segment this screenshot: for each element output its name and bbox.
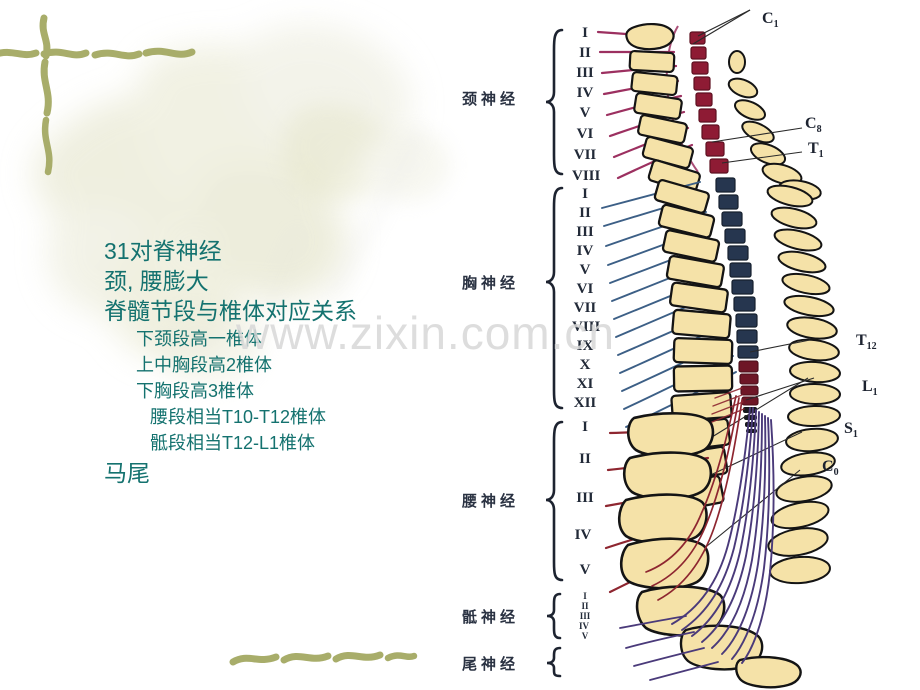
numeral-thoracic-7: VII	[573, 300, 597, 316]
side-label-c8: C8	[805, 115, 822, 135]
numeral-thoracic-4: IV	[576, 243, 594, 259]
numeral-thoracic-12: XII	[573, 395, 597, 411]
side-label-c0-text: C	[822, 458, 834, 475]
numeral-cervical-7: VII	[573, 147, 597, 163]
numeral-lumbar-2: II	[579, 451, 591, 467]
thoracic-vertebrae	[653, 179, 734, 515]
side-label-c8-text: C	[805, 115, 817, 132]
group-label-cervical: 颈神经	[462, 92, 520, 108]
numeral-thoracic-1: I	[582, 186, 588, 202]
brace-cervical	[545, 28, 564, 176]
group-label-sacral: 骶神经	[462, 610, 520, 626]
numeral-thoracic-3: III	[576, 224, 594, 240]
group-label-coccygeal: 尾神经	[462, 657, 520, 673]
numeral-cervical-2: II	[579, 45, 591, 61]
numeral-cervical-5: V	[579, 105, 591, 121]
brace-lumbar	[545, 420, 564, 582]
numeral-cervical-6: VI	[576, 126, 594, 142]
side-label-t12-sub: 12	[866, 341, 877, 353]
posterior-elements-thoracic	[766, 184, 841, 585]
side-label-c8-sub: 8	[816, 124, 822, 136]
numeral-thoracic-2: II	[579, 205, 591, 221]
side-label-c0-sub: 0	[833, 467, 839, 479]
brace-thoracic	[545, 186, 564, 410]
side-label-l1: L1	[862, 378, 878, 398]
side-label-c0: C0	[822, 458, 839, 478]
group-label-thoracic: 胸神经	[462, 276, 520, 292]
bamboo-stroke-vertical	[39, 14, 53, 176]
numeral-thoracic-9: IX	[576, 338, 594, 354]
spine-illustration	[596, 9, 841, 689]
bamboo-stroke-bottom	[229, 651, 418, 666]
slide-text-block: 31对脊神经 颈, 腰膨大 脊髓节段与椎体对应关系 下颈段高一椎体 上中胸段高2…	[104, 236, 357, 488]
side-label-l1-text: L	[862, 378, 873, 395]
numeral-lumbar-1: I	[582, 419, 588, 435]
numeral-thoracic-8: VIII	[572, 319, 601, 335]
numeral-sacral-4: IV	[578, 621, 589, 631]
side-label-c1: C1	[762, 10, 779, 30]
numeral-lumbar-5: V	[579, 562, 591, 578]
group-label-lumbar: 腰神经	[462, 494, 520, 510]
conus-medullaris	[738, 360, 759, 406]
numeral-thoracic-6: VI	[576, 281, 594, 297]
detail-line-4: 腰段相当T10-T12椎体	[150, 407, 327, 427]
side-label-s1-text: S	[844, 420, 853, 437]
numeral-cervical-1: I	[582, 25, 588, 41]
title-line-2: 颈, 腰膨大	[104, 268, 209, 294]
cauda-equina	[671, 407, 775, 664]
side-label-c1-sub: 1	[773, 19, 779, 31]
sacral-nerve-roots	[619, 615, 719, 681]
c1-leader-line	[692, 9, 751, 45]
title-line-1: 31对脊神经	[104, 238, 222, 264]
numeral-sacral-1: I	[583, 591, 587, 601]
side-label-s1-sub: 1	[852, 429, 858, 441]
closing-line: 马尾	[104, 460, 150, 486]
detail-line-3: 下胸段高3椎体	[136, 381, 255, 401]
numeral-thoracic-10: X	[579, 357, 591, 373]
side-label-l1-sub: 1	[872, 387, 878, 399]
brace-coccygeal	[546, 646, 562, 678]
numeral-thoracic-11: XI	[576, 376, 594, 392]
group-braces	[545, 28, 564, 678]
numeral-sacral-3: III	[579, 611, 591, 621]
lumbar-vertebrae	[617, 412, 726, 637]
side-label-c1-text: C	[762, 10, 774, 27]
spinal-nerve-diagram: 颈神经 胸神经 腰神经 骶神经 尾神经 I II III IV V VI VII…	[450, 0, 920, 690]
side-label-t12: T12	[856, 332, 877, 352]
numeral-cervical-3: III	[576, 65, 594, 81]
numeral-lumbar-3: III	[576, 490, 594, 506]
bamboo-stroke-horizontal	[0, 47, 196, 60]
brace-sacral	[546, 592, 562, 640]
sacrum-coccyx	[679, 624, 802, 689]
thoracic-cord-segments	[715, 177, 759, 359]
numeral-sacral-2: II	[581, 601, 589, 611]
side-label-t12-text: T	[856, 332, 867, 349]
numeral-lumbar-4: IV	[574, 527, 592, 543]
numeral-cervical-8: VIII	[572, 168, 601, 184]
cauda-equina-ventral	[645, 395, 743, 601]
numeral-cervical-4: IV	[576, 85, 594, 101]
numeral-thoracic-5: V	[579, 262, 591, 278]
side-label-s1: S1	[844, 420, 858, 440]
c8-t1-leader-lines	[711, 127, 803, 164]
watermark-text: www.zixin.com.cn	[236, 307, 615, 359]
numeral-sacral-5: V	[581, 631, 589, 641]
detail-line-5: 骶段相当T12-L1椎体	[150, 433, 316, 453]
side-label-t1-sub: 1	[818, 149, 824, 161]
side-label-t1-text: T	[808, 140, 819, 157]
side-label-t1: T1	[808, 140, 824, 160]
